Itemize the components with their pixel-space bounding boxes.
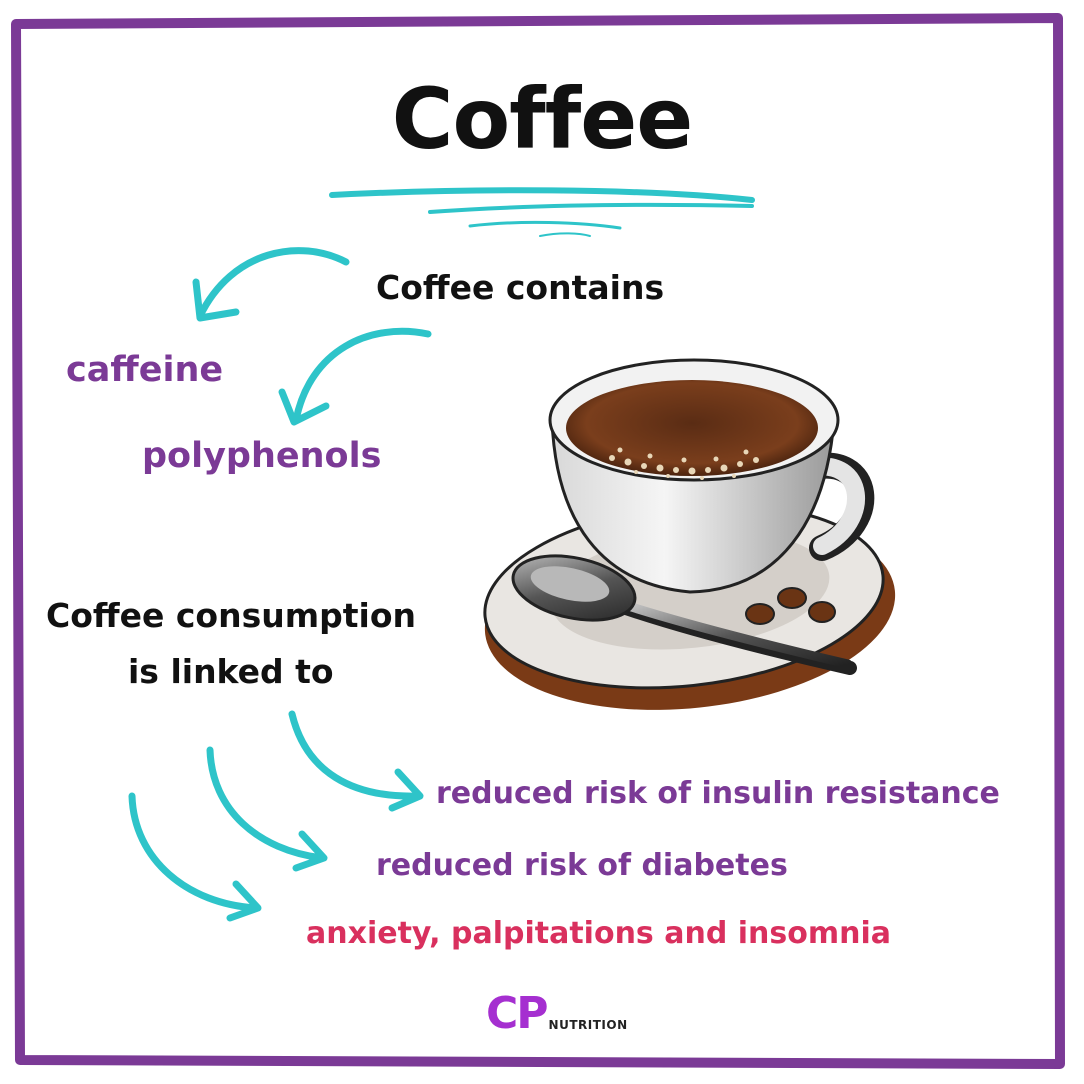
arrow-icon [196, 247, 350, 320]
arrow-icon [278, 388, 330, 426]
arrow-icon [128, 792, 260, 912]
logo-mark: CP [486, 988, 549, 1039]
contains-item-caffeine: caffeine [66, 350, 224, 390]
arrow-icon [192, 278, 240, 322]
arrow-icon [288, 710, 422, 800]
arrow-icon [226, 880, 262, 922]
arrow-icon [206, 746, 326, 862]
linked-heading-line1: Coffee consumption [46, 596, 416, 635]
linked-heading-line2: is linked to [128, 652, 334, 691]
contains-item-polyphenols: polyphenols [142, 436, 382, 476]
arrow-icon [388, 768, 424, 812]
linked-item-diabetes: reduced risk of diabetes [376, 848, 788, 883]
page-title: Coffee [391, 70, 693, 168]
brand-logo: CP NUTRITION [486, 988, 628, 1036]
linked-item-anxiety: anxiety, palpitations and insomnia [306, 916, 891, 951]
contains-heading: Coffee contains [376, 268, 665, 307]
arrow-icon [292, 327, 432, 424]
logo-word: NUTRITION [548, 1018, 628, 1032]
arrow-icon [292, 830, 328, 872]
linked-item-insulin: reduced risk of insulin resistance [436, 776, 1000, 811]
